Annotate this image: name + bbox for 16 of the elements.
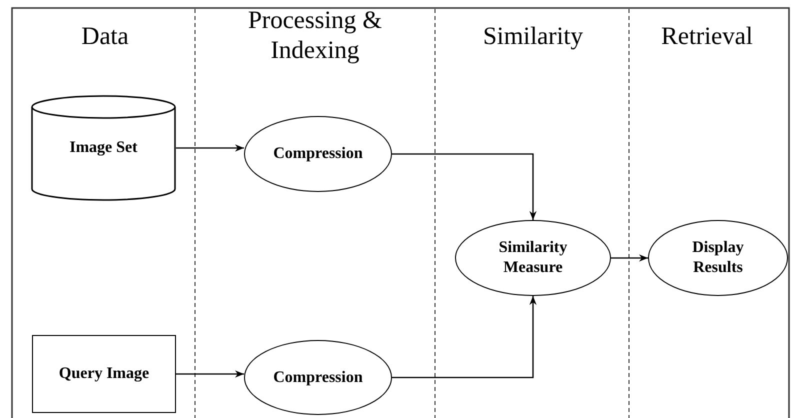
arrow bbox=[176, 370, 244, 378]
node-label: Query Image bbox=[58, 364, 150, 384]
arrow bbox=[392, 296, 537, 378]
input-box bbox=[32, 335, 176, 413]
node-label: Compression bbox=[272, 144, 364, 164]
node-label: Similarity Measure bbox=[498, 238, 568, 278]
arrow bbox=[176, 144, 244, 152]
node-label: Image Set bbox=[68, 138, 138, 158]
column-heading: Similarity bbox=[483, 22, 583, 52]
column-heading: Processing & Indexing bbox=[246, 6, 384, 66]
node-label: Display Results bbox=[691, 238, 745, 278]
arrow bbox=[392, 153, 537, 220]
column-heading: Retrieval bbox=[661, 22, 753, 52]
arrow bbox=[611, 254, 648, 262]
node-label: Compression bbox=[272, 368, 364, 388]
column-heading: Data bbox=[81, 22, 129, 52]
